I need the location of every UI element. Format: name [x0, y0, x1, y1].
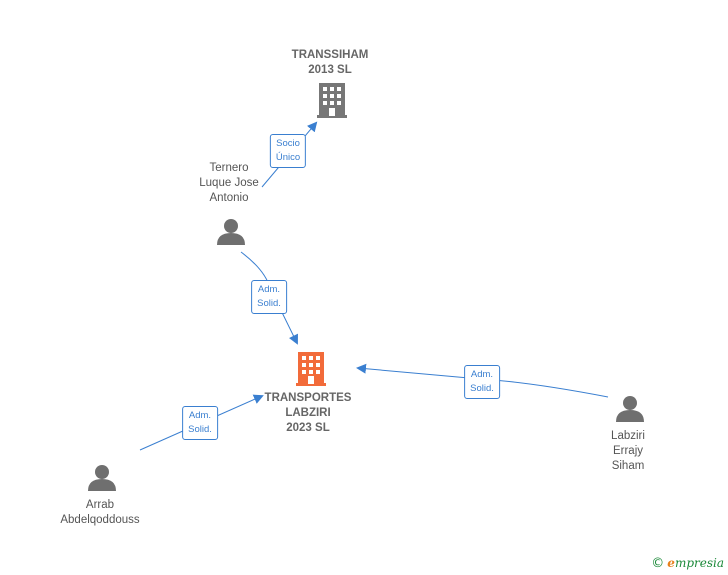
edge-label-adm-solid: Adm. Solid.	[464, 365, 500, 399]
brand-logo: ©empresia	[651, 556, 724, 571]
node-label-arrab[interactable]: Arrab Abdelqoddouss	[60, 499, 140, 526]
brand-initial: e	[667, 556, 675, 570]
person-icon[interactable]	[217, 219, 245, 245]
edge-label-adm-solid: Adm. Solid.	[182, 406, 218, 440]
building-main-icon[interactable]	[296, 352, 326, 386]
person-icon[interactable]	[616, 396, 644, 422]
copyright-icon: ©	[651, 556, 665, 571]
edge-label-adm-solid: Adm. Solid.	[251, 280, 287, 314]
node-label-ternero[interactable]: Ternero Luque Jose Antonio	[199, 162, 259, 204]
edge-label-socio-unico: Socio Único	[269, 134, 307, 168]
node-label-transportes[interactable]: TRANSPORTES LABZIRI 2023 SL	[264, 392, 352, 434]
person-icon[interactable]	[88, 465, 116, 491]
brand-name: mpresia	[674, 556, 724, 570]
node-label-transsiham[interactable]: TRANSSIHAM 2013 SL	[291, 49, 369, 76]
node-label-labziri[interactable]: Labziri Errajy Siham	[611, 430, 645, 472]
building-icon[interactable]	[317, 83, 347, 118]
